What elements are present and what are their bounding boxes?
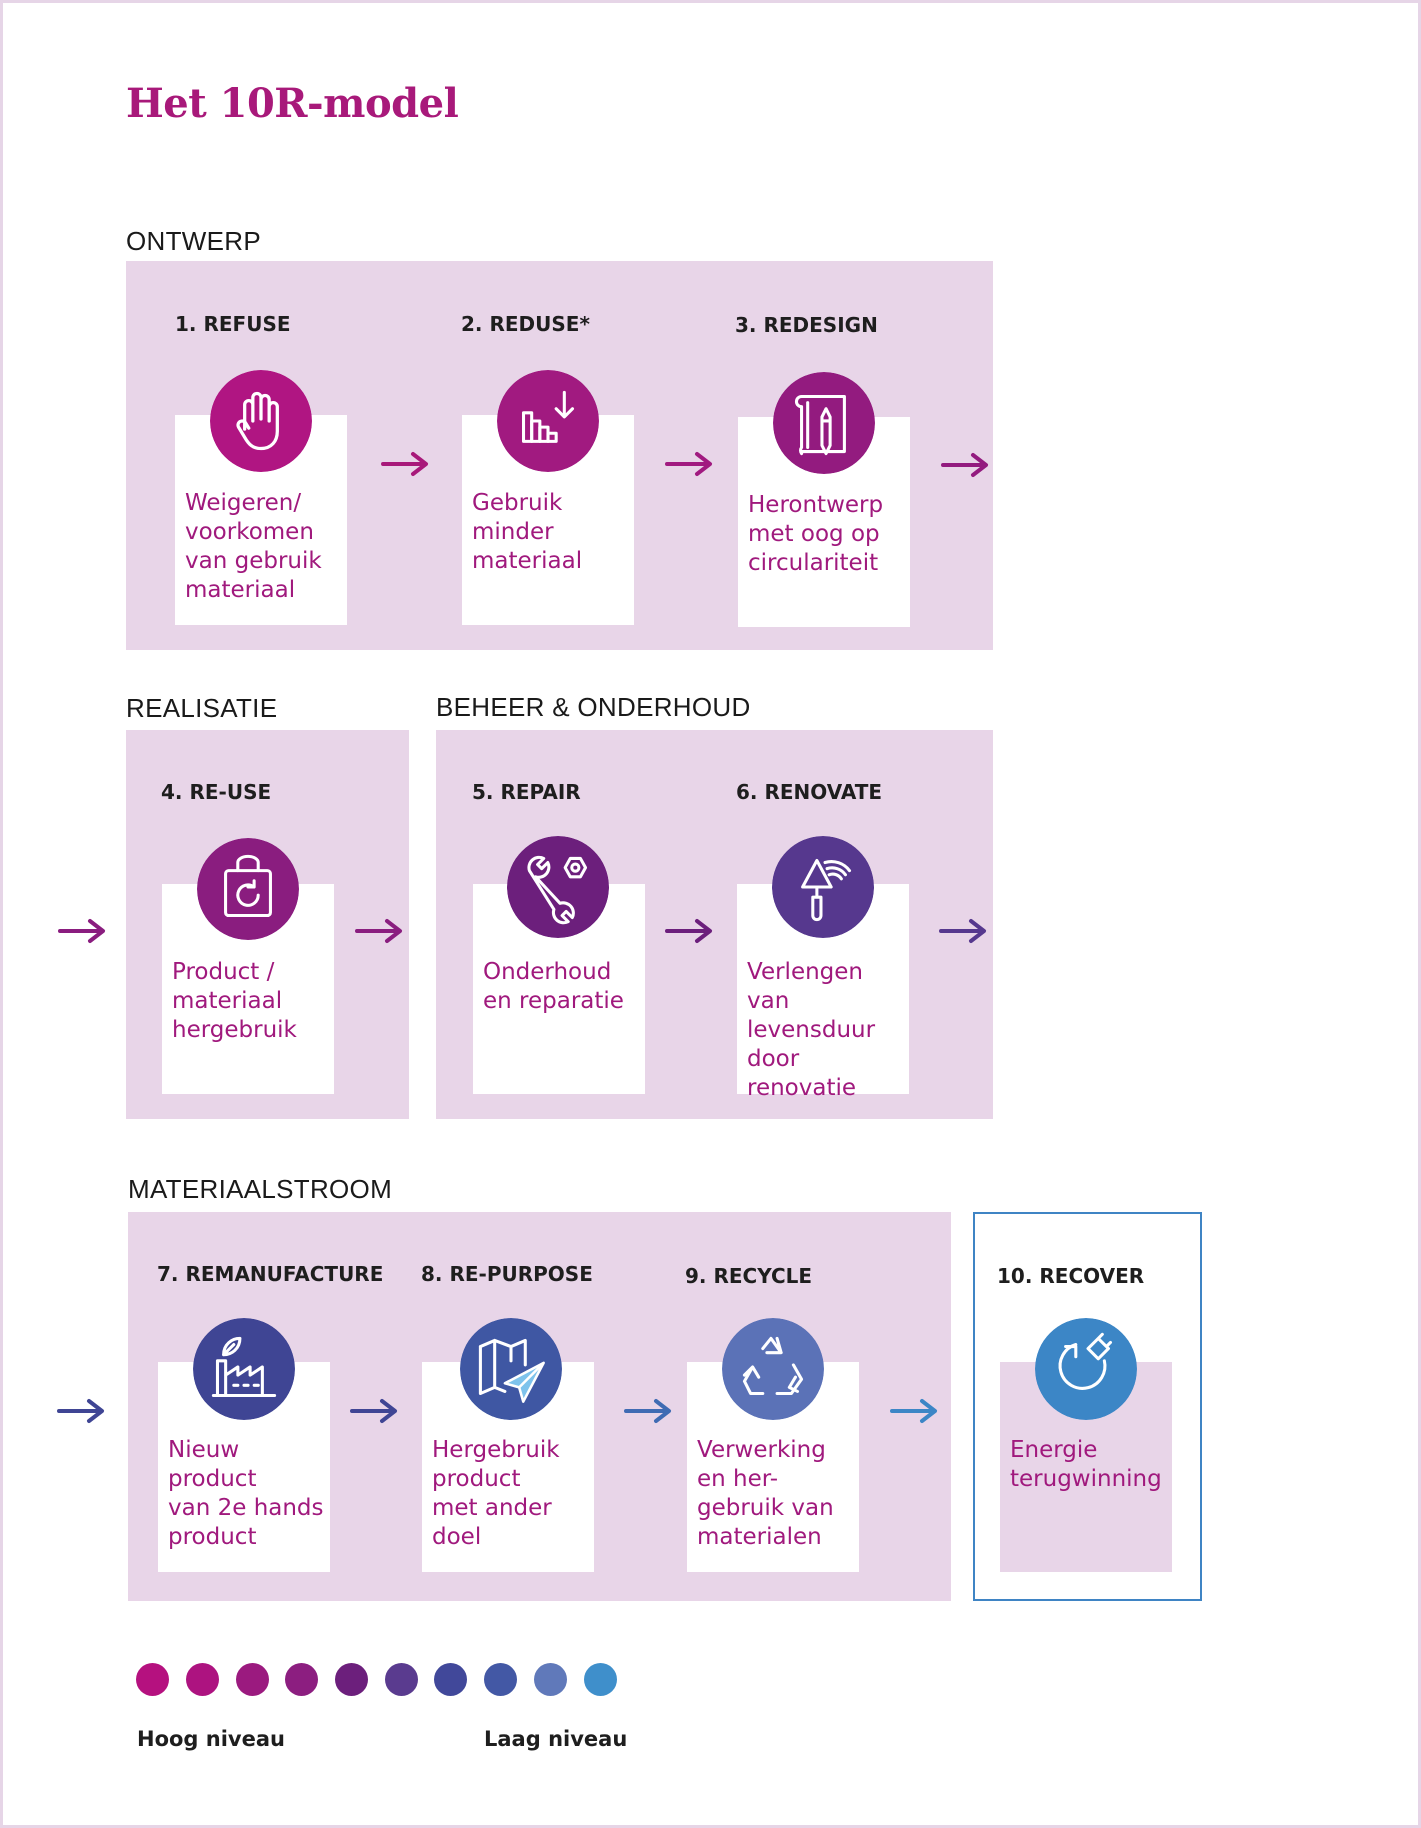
step-desc-recover: Energie terugwinning <box>1010 1437 1162 1492</box>
flow-arrow <box>665 452 712 476</box>
step-card-renovate: Verlengen van levensduur door renovatie <box>737 884 909 1101</box>
section-label-ontwerp: ONTWERP <box>126 226 261 256</box>
section-label-materiaalstroom: MATERIAALSTROOM <box>128 1174 393 1204</box>
step-title-remanufacture: 7. REMANUFACTURE <box>157 1262 384 1286</box>
step-card-repurpose: Hergebruik product met ander doel <box>422 1362 594 1572</box>
legend-dot <box>584 1663 617 1696</box>
step-card-remanufacture: Nieuw product van 2e hands product <box>158 1362 330 1572</box>
step-desc-renovate: Verlengen van levensduur door renovatie <box>747 959 876 1101</box>
step-title-recover: 10. RECOVER <box>997 1264 1145 1288</box>
step-title-redesign: 3. REDESIGN <box>735 313 878 337</box>
legend-dot <box>186 1663 219 1696</box>
flow-arrow <box>665 919 712 943</box>
legend-dot <box>434 1663 467 1696</box>
legend-dot <box>236 1663 269 1696</box>
legend-dot <box>484 1663 517 1696</box>
legend-dot <box>285 1663 318 1696</box>
factory-leaf-icon <box>193 1318 295 1420</box>
flow-arrow <box>355 919 402 943</box>
legend-dot <box>385 1663 418 1696</box>
step-desc-redesign: Herontwerp met oog op circulariteit <box>748 492 884 576</box>
wrench-nut-icon <box>507 836 609 938</box>
step-title-repurpose: 8. RE-PURPOSE <box>421 1262 593 1286</box>
blueprint-pencil-icon <box>773 372 875 474</box>
flow-arrow <box>58 919 105 943</box>
step-desc-reduse: Gebruik minder materiaal <box>472 490 583 574</box>
step-desc-remanufacture: Nieuw product van 2e hands product <box>168 1437 324 1550</box>
flow-arrow <box>624 1399 671 1423</box>
step-desc-recycle: Verwerking en her- gebruik van materiale… <box>697 1437 834 1550</box>
step-desc-refuse: Weigeren/ voorkomen van gebruik materiaa… <box>185 490 322 603</box>
bag-refresh-icon <box>197 838 299 940</box>
flow-arrow <box>57 1399 104 1423</box>
section-label-beheer: BEHEER & ONDERHOUD <box>436 692 751 722</box>
flow-arrow <box>381 452 428 476</box>
step-title-repair: 5. REPAIR <box>472 780 581 804</box>
plug-cycle-icon <box>1035 1318 1137 1420</box>
legend-dot <box>335 1663 368 1696</box>
step-card-recycle: Verwerking en her- gebruik van materiale… <box>687 1362 859 1572</box>
step-title-refuse: 1. REFUSE <box>175 312 291 336</box>
hand-stop-icon <box>210 370 312 472</box>
legend-dot <box>136 1663 169 1696</box>
flow-arrow <box>939 919 986 943</box>
recycle-icon <box>722 1318 824 1420</box>
legend-label-low: Laag niveau <box>484 1727 628 1751</box>
step-desc-repurpose: Hergebruik product met ander doel <box>432 1437 560 1550</box>
trowel-icon <box>772 836 874 938</box>
legend-dot <box>534 1663 567 1696</box>
step-title-reuse: 4. RE-USE <box>161 780 272 804</box>
bars-decrease-icon <box>497 370 599 472</box>
legend-label-high: Hoog niveau <box>137 1727 285 1751</box>
step-desc-repair: Onderhoud en reparatie <box>483 959 624 1014</box>
step-title-reduse: 2. REDUSE* <box>461 312 590 336</box>
step-title-renovate: 6. RENOVATE <box>736 780 883 804</box>
flow-arrow <box>350 1399 397 1423</box>
step-desc-reuse: Product / materiaal hergebruik <box>172 959 297 1043</box>
flow-arrow <box>890 1399 937 1423</box>
page-title: Het 10R-model <box>126 80 459 127</box>
section-label-realisatie: REALISATIE <box>126 693 278 723</box>
step-title-recycle: 9. RECYCLE <box>685 1264 813 1288</box>
flow-arrow <box>941 453 988 477</box>
map-plane-icon <box>460 1318 562 1420</box>
